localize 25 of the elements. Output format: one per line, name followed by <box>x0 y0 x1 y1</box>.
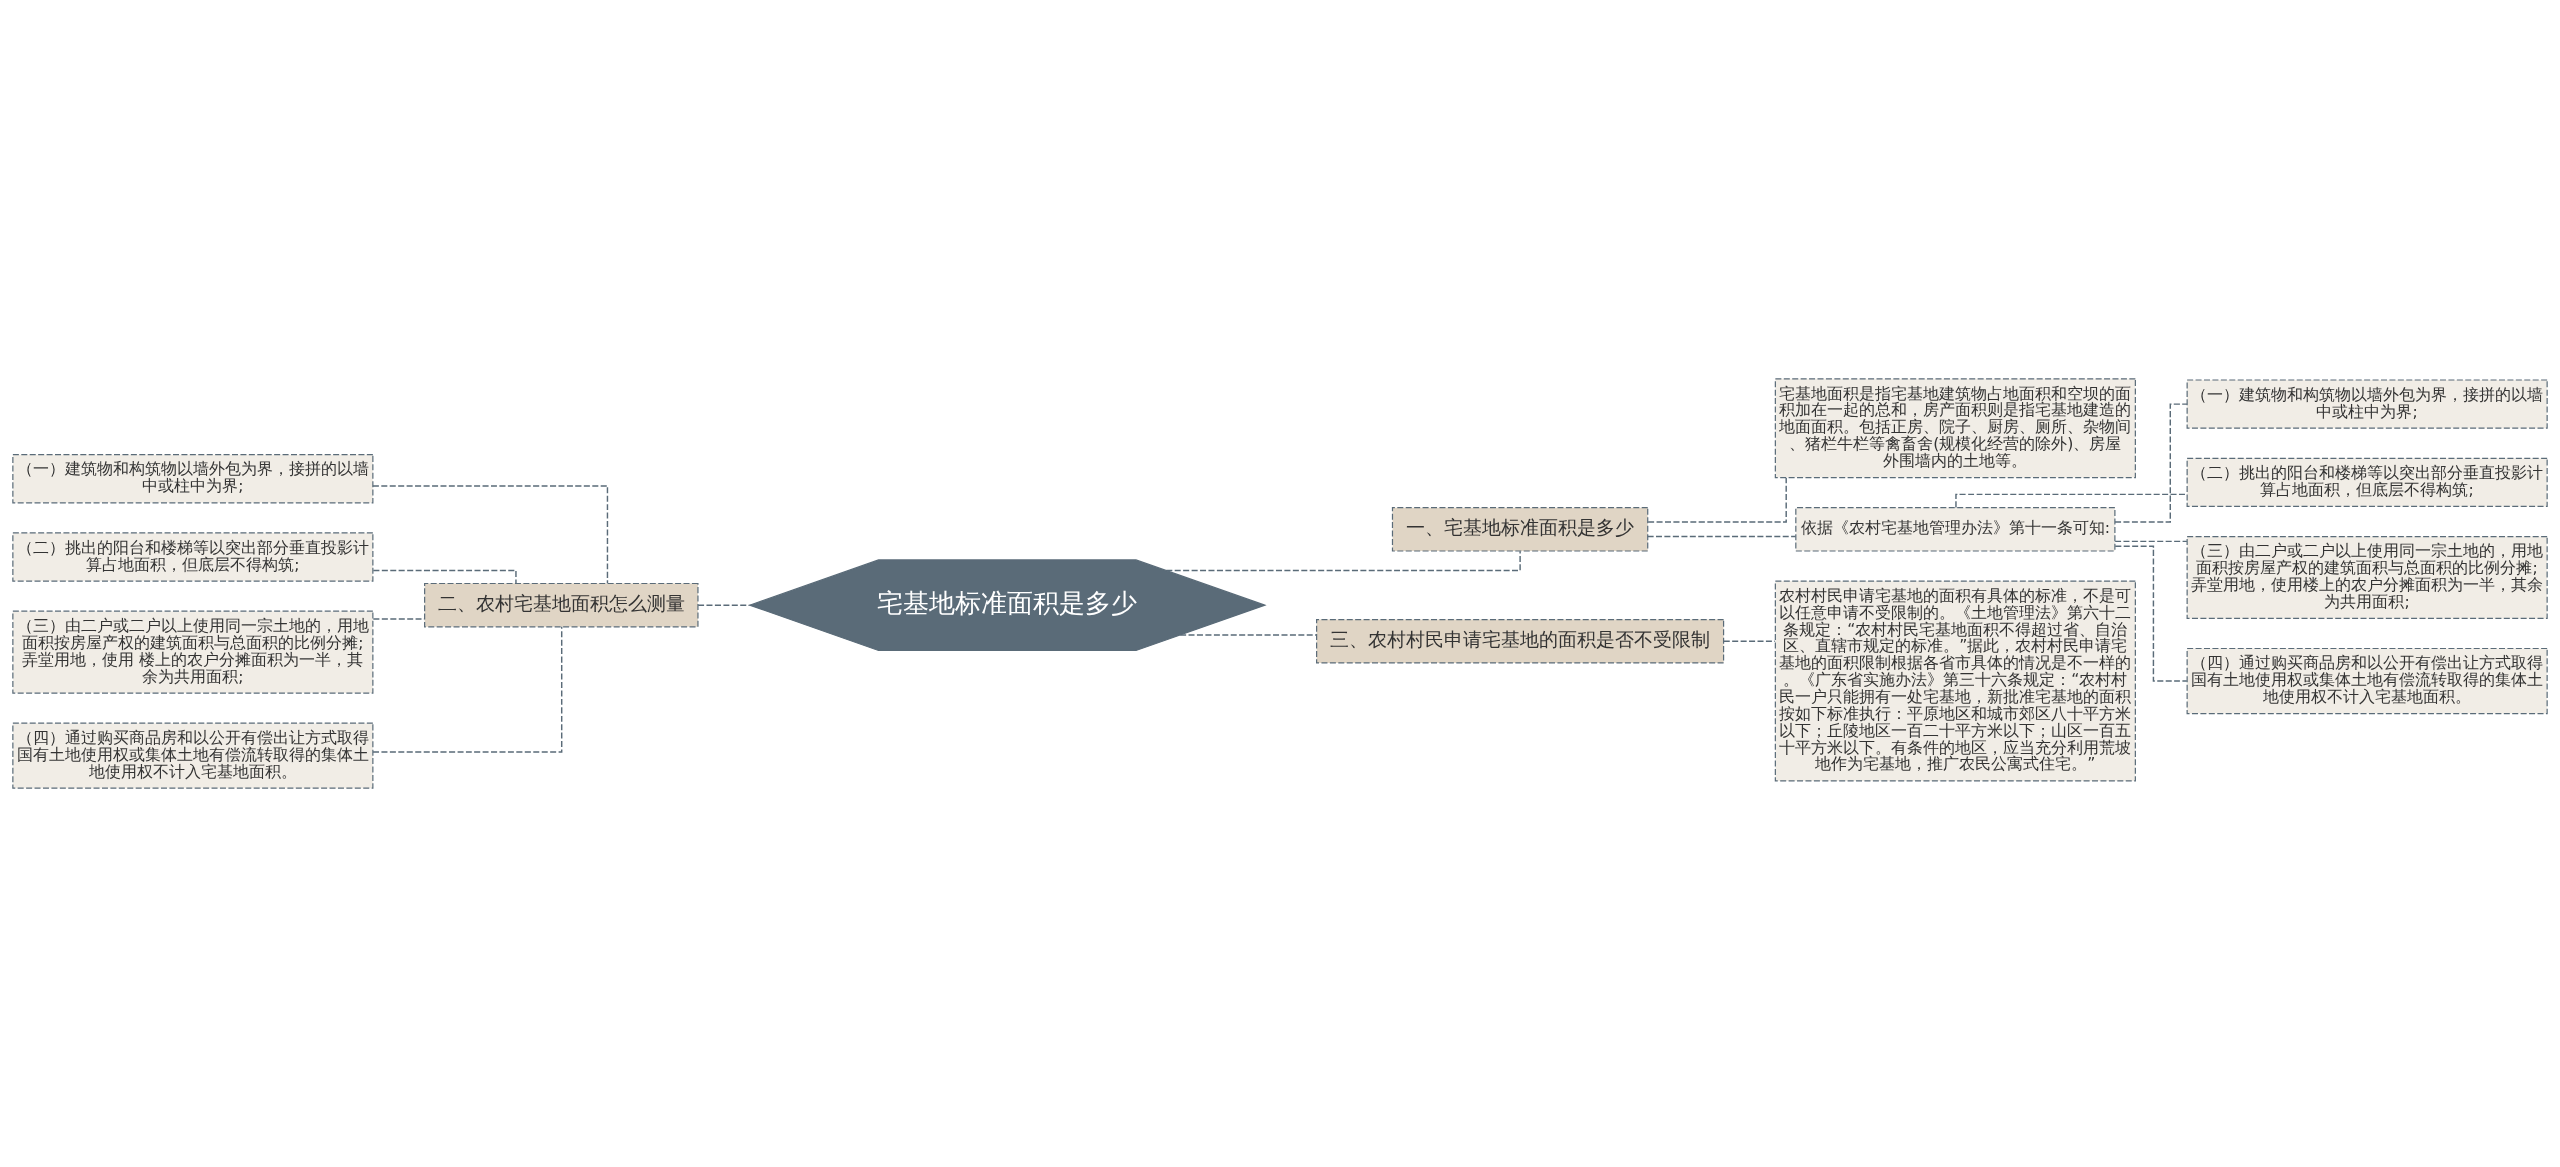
connector <box>372 618 425 620</box>
connector <box>1723 640 1776 642</box>
node-box: 农村村民申请宅基地的面积有具体的标准，不是可以任意申请不受限制的。《土地管理法》第六十二条规定：“农村村民宅基地面积不得超过省、自治区、直辖市规定的标准。”据此，农村村民申请宅基地的面积限制根据各省市具体的情况是不一样的。《广东省实施办法》第三十六条规定：“农村村民一户只能拥有一处宅基地，新批准宅基地的面积按如下标准执行：平原地区和城市郊区八十平方米以下；丘陵地区一百二十平方米以下；山区一百五十平方米以下。有条件的地区，应当充分利用荒坡地作为宅基地，推广农民公寓式住宅。” <box>1774 580 2136 782</box>
node-box: （二）挑出的阳台和楼梯等以突出部分垂直投影计算占地面积，但底层不得构筑; <box>12 532 374 582</box>
node-box: （三）由二户或二户以上使用同一宗土地的，用地面积按房屋产权的建筑面积与总面积的比例分摊;弄堂用地，使用楼上的农户分摊面积为一半，其余为共用面积; <box>2186 535 2548 619</box>
node-box: 三、农村村民申请宅基地的面积是否不受限制 <box>1316 619 1725 664</box>
node-box: （一）建筑物和构筑物以墙外包为界，接拼的以墙中或柱中为界; <box>12 454 374 504</box>
connector <box>1179 634 1318 636</box>
connector <box>372 569 517 585</box>
connector <box>1647 535 1797 538</box>
connector <box>1647 477 1787 523</box>
node-box: （一）建筑物和构筑物以墙外包为界，接拼的以墙中或柱中为界; <box>2186 379 2548 429</box>
node-box: 宅基地面积是指宅基地建筑物占地面积和空坝的面积加在一起的总和，房产面积则是指宅基地建造的地面面积。包括正房、院子、厨房、厕所、杂物间、猪栏牛栏等禽畜舍(规模化经营的除外)、房屋外围墙内的土地等。 <box>1774 378 2136 479</box>
node-box: （四）通过购买商品房和以公开有偿出让方式取得国有土地使用权或集体土地有偿流转取得的集体土地使用权不计入宅基地面积。 <box>2186 647 2548 715</box>
node-box: （四）通过购买商品房和以公开有偿出让方式取得国有土地使用权或集体土地有偿流转取得的集体土地使用权不计入宅基地面积。 <box>12 722 374 789</box>
node-box: 二、农村宅基地面积怎么测量 <box>424 582 699 628</box>
connector <box>372 626 563 753</box>
node-box: 一、宅基地标准面积是多少 <box>1391 507 1649 552</box>
connector <box>2114 545 2188 682</box>
node-box: （二）挑出的阳台和楼梯等以突出部分垂直投影计算占地面积，但底层不得构筑; <box>2186 457 2548 508</box>
connector <box>372 485 609 585</box>
node-box: 依据《农村宅基地管理办法》第十一条可知: <box>1795 507 2116 552</box>
node-box: （三）由二户或二户以上使用同一宗土地的，用地面积按房屋产权的建筑面积与总面积的比例分摊;弄堂用地，使用 楼上的农户分摊面积为一半，其余为共用面积; <box>12 610 374 694</box>
connector <box>1955 493 2188 509</box>
connector <box>2114 540 2188 543</box>
